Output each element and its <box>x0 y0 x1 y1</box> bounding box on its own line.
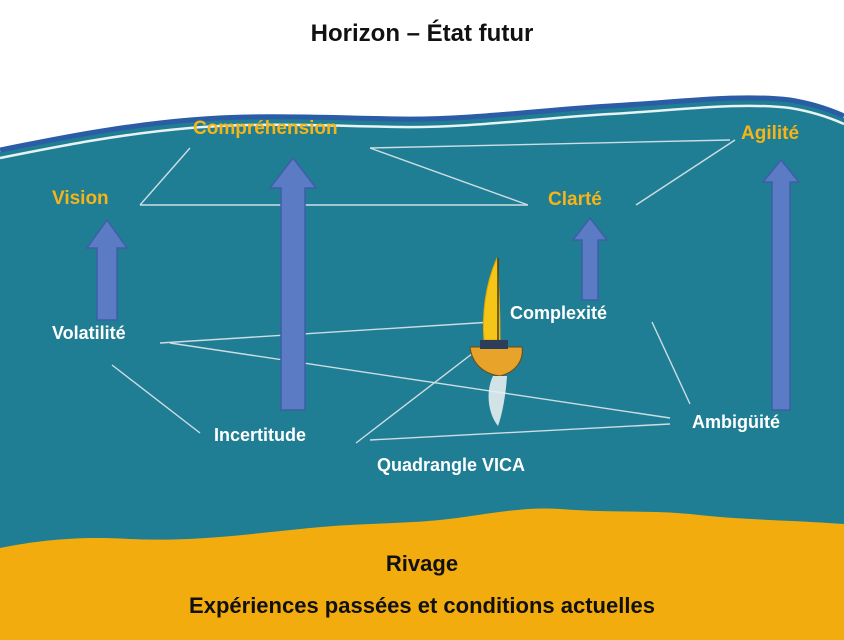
shore-sand <box>0 508 844 640</box>
hull <box>469 346 523 377</box>
line-clarity-agility <box>635 139 736 206</box>
line-volatility-uncertainty <box>111 364 201 434</box>
shore-title: Rivage <box>385 551 459 576</box>
line-uncertainty-ambiguity <box>369 423 671 441</box>
boat-reflection <box>488 376 507 426</box>
arrow-complexity-to-clarity <box>571 216 609 301</box>
horizon-wave-highlight <box>0 104 844 160</box>
label-volatility: Volatilité <box>52 323 126 343</box>
cabin <box>480 340 508 349</box>
label-uncertainty: Incertitude <box>214 425 307 445</box>
line-volatility-complexity <box>159 321 493 344</box>
line-vision-comprehension <box>139 147 191 206</box>
arrow-uncertainty-to-comprehension <box>268 156 318 411</box>
line-volatility-ambiguity <box>169 342 671 419</box>
line-comprehension-clarity <box>369 147 529 206</box>
shore-subtitle: Expériences passées et conditions actuel… <box>189 593 655 618</box>
line-uncertainty-complexity <box>355 339 491 444</box>
label-comprehension: Compréhension <box>193 118 338 139</box>
progress-arrows <box>85 156 801 411</box>
line-complexity-ambiguity <box>651 321 691 405</box>
line-comprehension-agility <box>369 139 731 149</box>
label-ambiguity: Ambigüité <box>692 412 780 432</box>
arrow-volatility-to-vision <box>85 218 129 321</box>
label-quadrangle-vica: Quadrangle VICA <box>377 455 526 475</box>
connector-lines <box>111 139 736 444</box>
horizon-title: Horizon – État futur <box>310 20 534 47</box>
label-clarity: Clarté <box>548 189 602 210</box>
sailboat-icon <box>469 257 523 426</box>
label-complexity: Complexité <box>510 303 608 323</box>
label-agility: Agilité <box>741 123 800 144</box>
sea-area <box>0 99 844 640</box>
horizon-wave-line <box>0 95 844 153</box>
arrow-ambiguity-to-agility <box>761 158 801 411</box>
label-vision: Vision <box>52 188 109 209</box>
